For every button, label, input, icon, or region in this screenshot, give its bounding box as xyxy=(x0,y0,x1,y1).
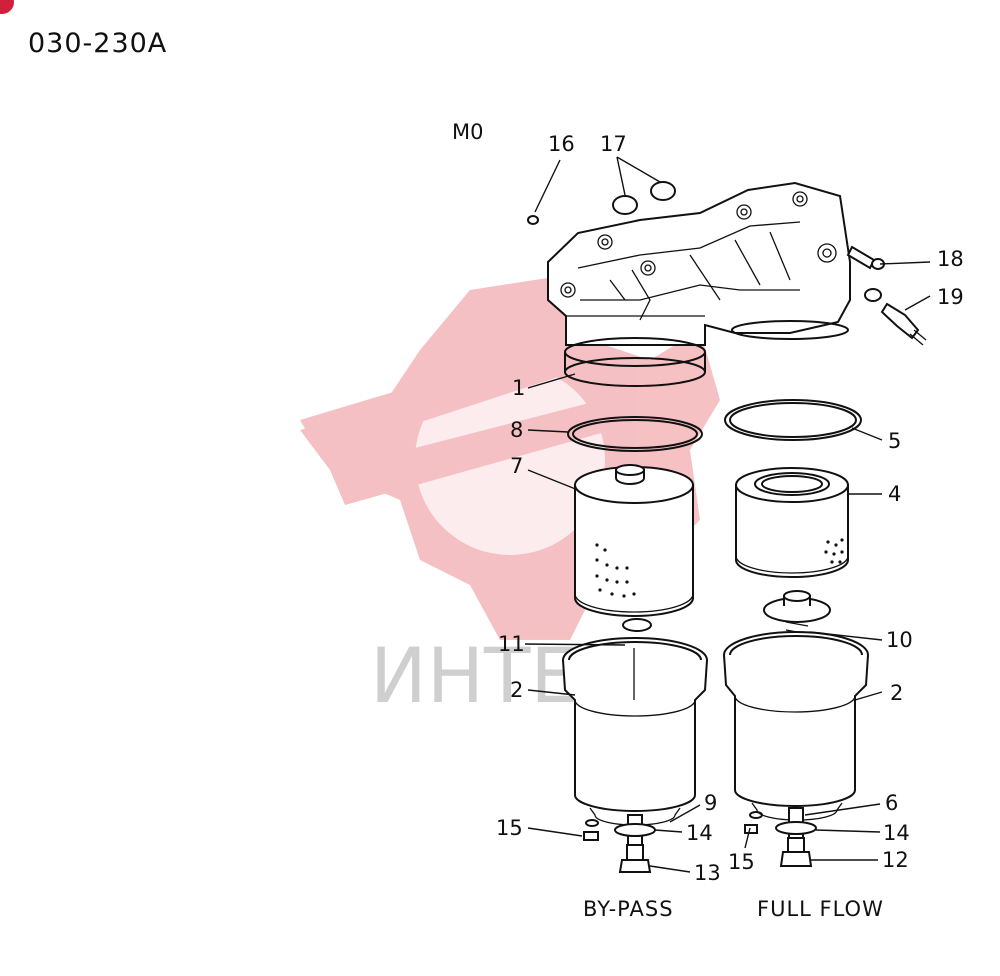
callout-1: 1 xyxy=(512,376,525,400)
bolt-18 xyxy=(846,245,885,270)
caption-bypass: BY-PASS xyxy=(583,897,674,921)
gasket-5 xyxy=(724,399,862,441)
callout-13: 13 xyxy=(694,861,721,885)
leader-lines xyxy=(524,156,931,873)
filter-head-casting xyxy=(547,181,851,387)
callout-19: 19 xyxy=(937,285,964,309)
callout-12: 12 xyxy=(882,848,909,872)
relief-valve-10 xyxy=(763,590,831,651)
o-ring-16 xyxy=(527,215,539,225)
callout-14-right: 14 xyxy=(883,821,910,845)
callout-15-left: 15 xyxy=(496,816,523,840)
callout-14-left: 14 xyxy=(686,821,713,845)
callout-17: 17 xyxy=(600,132,627,156)
callout-18: 18 xyxy=(937,247,964,271)
part-code: 030-230A xyxy=(28,28,168,59)
callout-4: 4 xyxy=(888,482,901,506)
filter-bowl-left xyxy=(562,637,708,826)
callout-numbers: 16 17 18 19 1 8 7 5 4 11 10 2 2 9 6 15 1… xyxy=(496,132,964,885)
filter-bowl-right xyxy=(723,631,869,821)
model-label: M0 xyxy=(452,120,483,144)
callout-8: 8 xyxy=(510,418,523,442)
callout-6: 6 xyxy=(885,791,898,815)
callout-15-right: 15 xyxy=(728,850,755,874)
filter-element-4 xyxy=(735,467,849,578)
callout-2-right: 2 xyxy=(890,681,903,705)
callout-16: 16 xyxy=(548,132,575,156)
caption-full-flow: FULL FLOW xyxy=(757,897,884,921)
filter-element-7 xyxy=(574,464,694,617)
callout-2-left: 2 xyxy=(510,678,523,702)
callout-7: 7 xyxy=(510,454,523,478)
bottom-hardware-right xyxy=(744,807,817,867)
sensor-19 xyxy=(864,288,927,346)
o-ring-17b xyxy=(650,181,676,201)
callout-9: 9 xyxy=(704,791,717,815)
callout-5: 5 xyxy=(888,429,901,453)
callout-10: 10 xyxy=(886,628,913,652)
gasket-8 xyxy=(567,416,703,452)
bottom-hardware-left xyxy=(583,814,656,873)
callout-11: 11 xyxy=(498,632,525,656)
o-ring-17a xyxy=(612,195,638,215)
